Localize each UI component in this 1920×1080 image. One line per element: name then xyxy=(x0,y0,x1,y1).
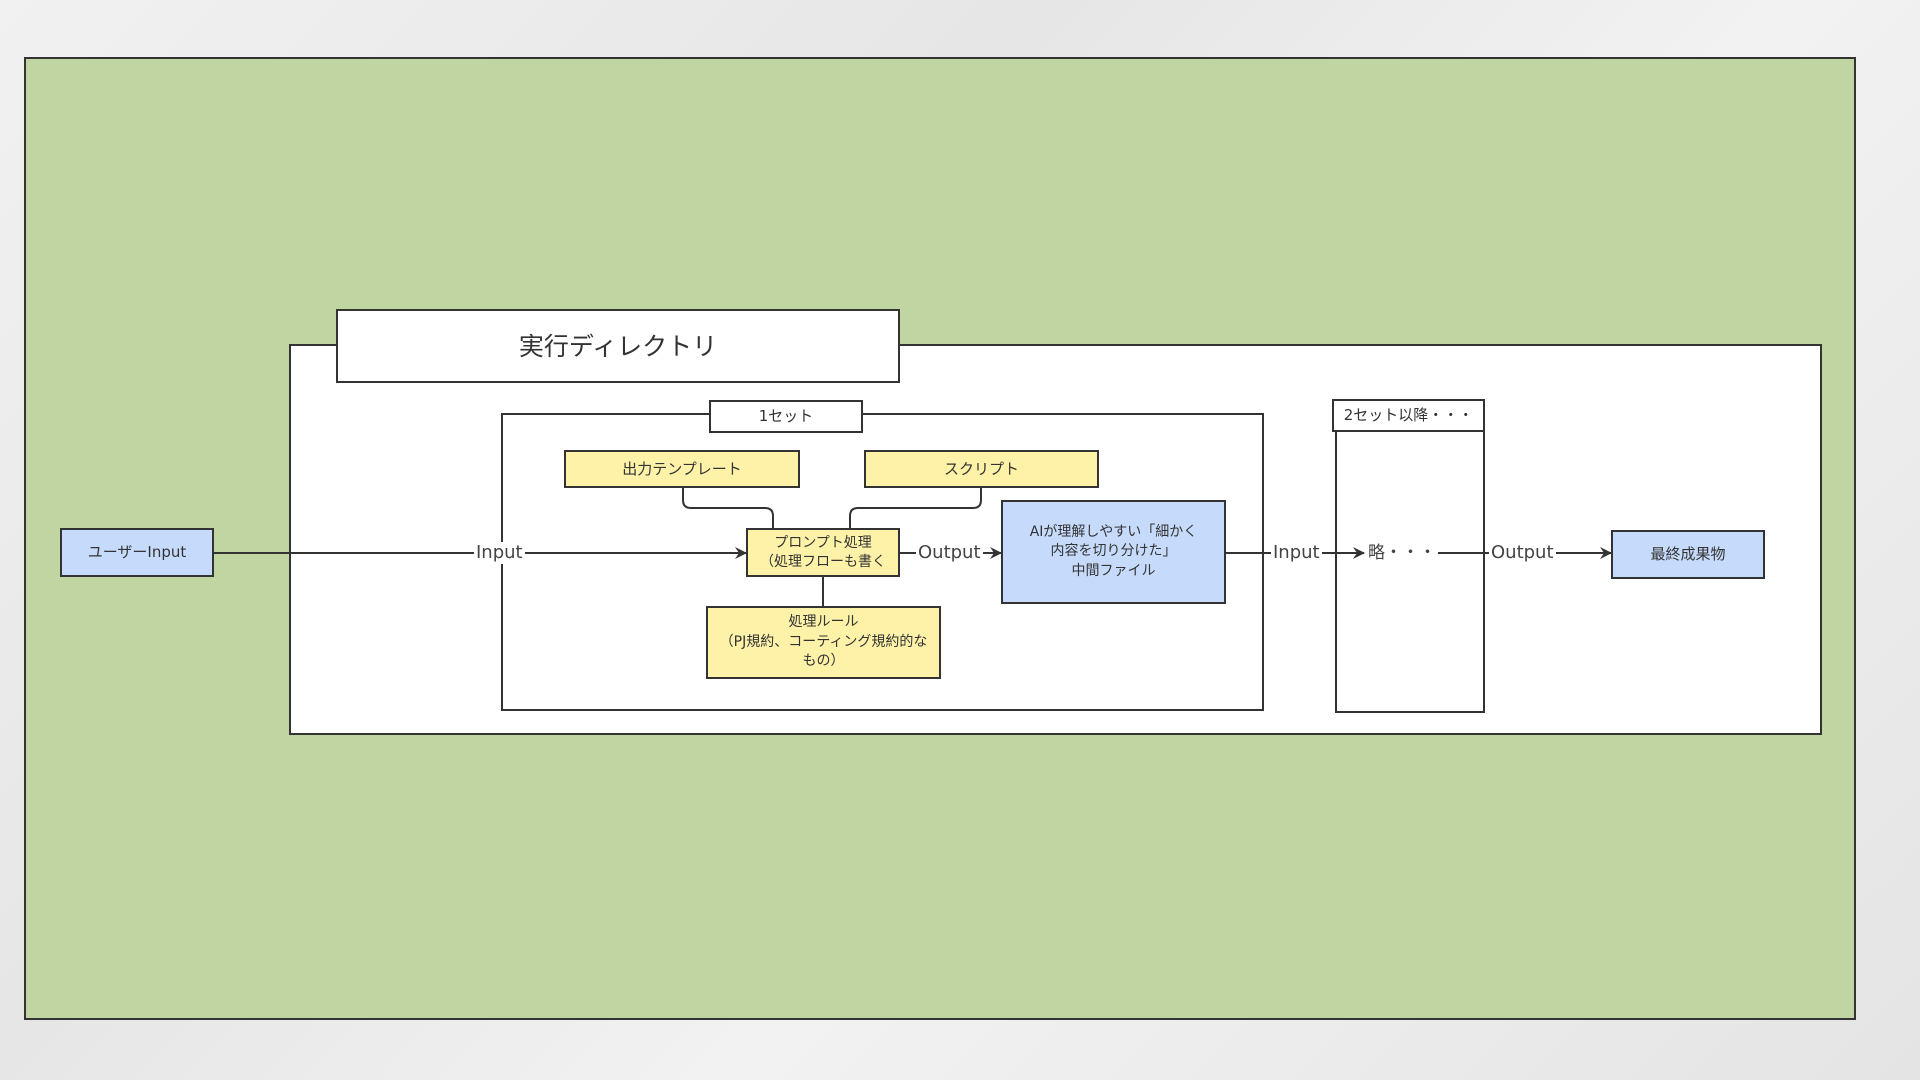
script-node: スクリプト xyxy=(864,450,1099,488)
edge-label-output-2: Output xyxy=(1489,542,1556,564)
omitted-label: 略・・・ xyxy=(1366,542,1438,564)
output-template-node: 出力テンプレート xyxy=(564,450,800,488)
execution-directory-title: 実行ディレクトリ xyxy=(336,309,900,383)
intermediate-file-node: AIが理解しやすい「細かく 内容を切り分けた」 中間ファイル xyxy=(1001,500,1226,604)
set1-label: 1セット xyxy=(709,400,863,433)
prompt-process-node: プロンプト処理 （処理フローも書く xyxy=(746,528,900,577)
edge-label-input-1: Input xyxy=(474,542,525,564)
set2-label: 2セット以降・・・ xyxy=(1332,399,1485,432)
edge-label-output-1: Output xyxy=(916,542,983,564)
edge-label-input-2: Input xyxy=(1271,542,1322,564)
final-output-node: 最終成果物 xyxy=(1611,530,1765,579)
rules-node: 処理ルール （PJ規約、コーティング規約的な もの） xyxy=(706,606,941,679)
user-input-node: ユーザーInput xyxy=(60,528,214,577)
